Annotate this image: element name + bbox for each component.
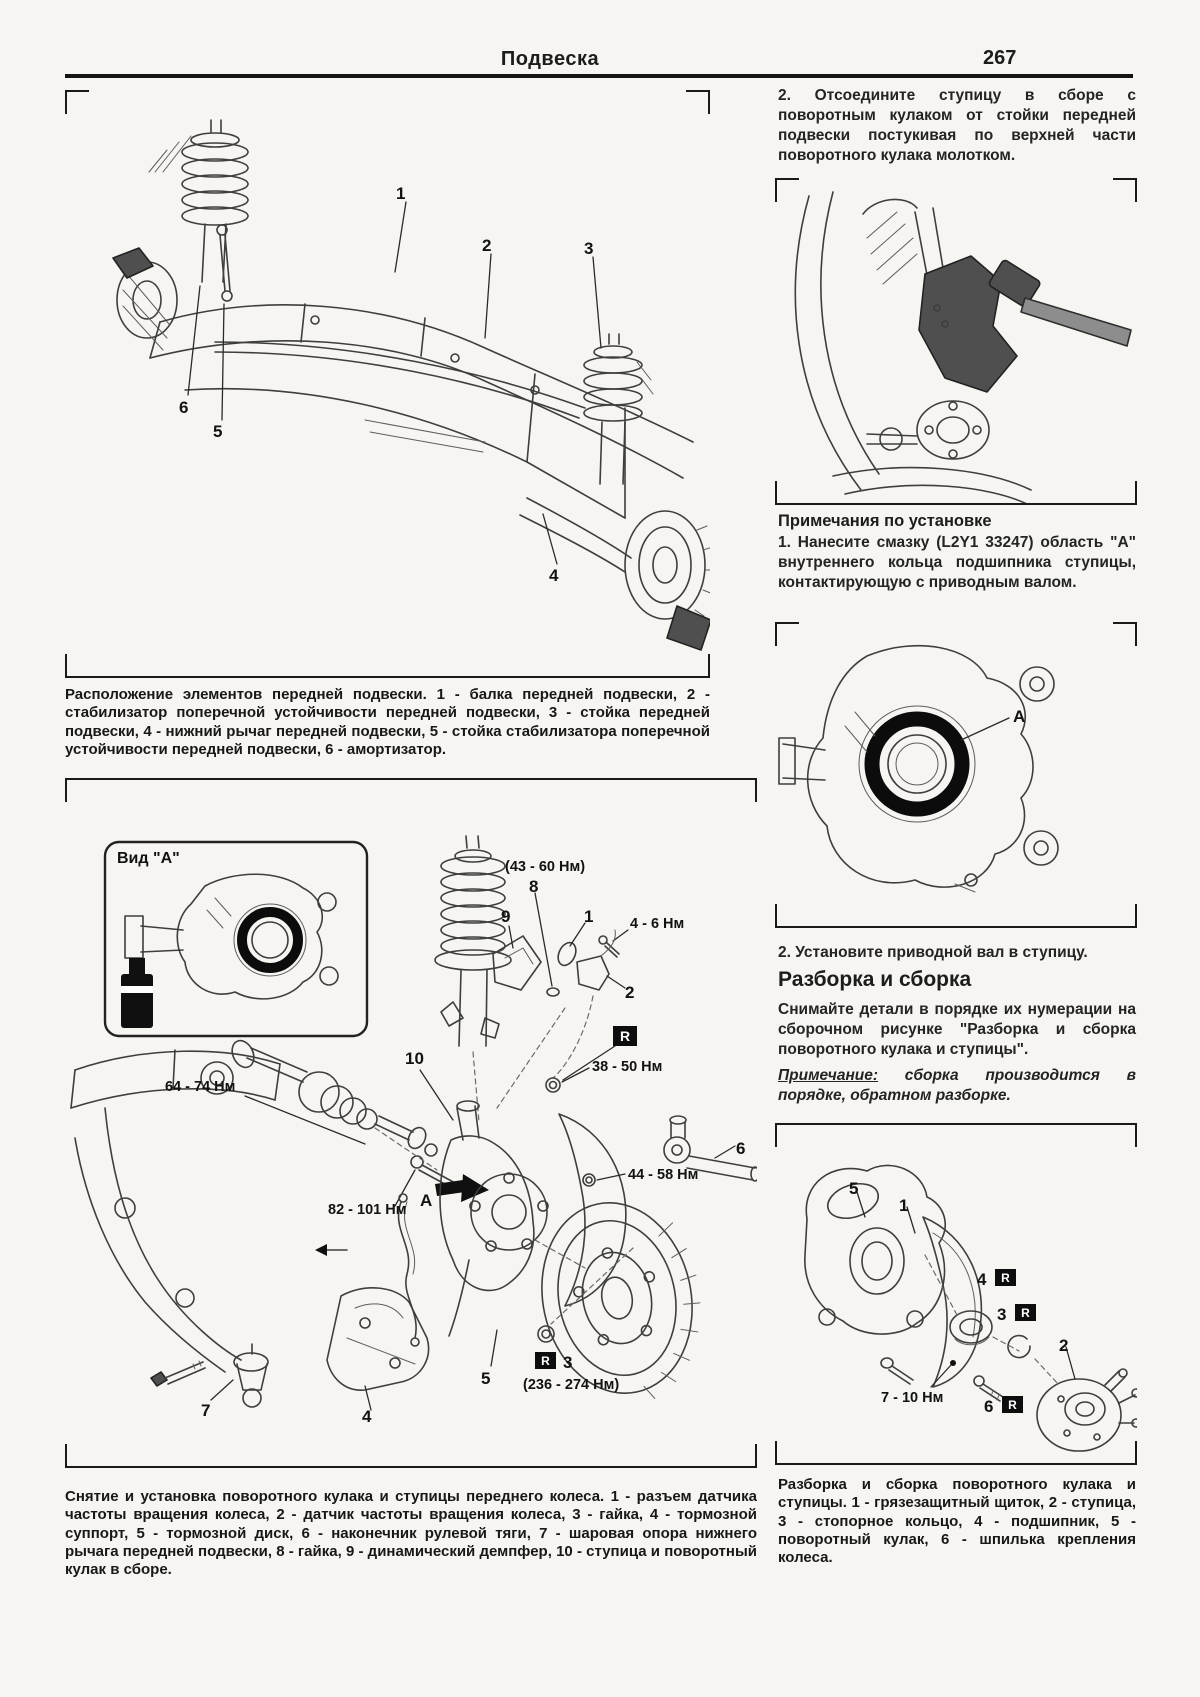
torque-tierod-label: 44 - 58 Нм bbox=[628, 1167, 699, 1183]
install-note-text: 1. Нанесите смазку (L2Y1 33247) область … bbox=[778, 534, 1136, 592]
callout-6: 6 bbox=[179, 398, 189, 417]
disassembly-heading: Разборка и сборка bbox=[778, 968, 972, 991]
callout-4: 4 bbox=[362, 1407, 372, 1426]
torque-strut-label: (43 - 60 Нм) bbox=[505, 859, 586, 875]
figure-knuckle-hub-exploded: 5 1 4 R 3 R 2 7 - 10 Нм 6 R bbox=[775, 1123, 1137, 1465]
note-label: Примечание: bbox=[778, 1067, 879, 1084]
torque-stab-label: 38 - 50 Нм bbox=[592, 1059, 663, 1075]
view-a-label: Вид "А" bbox=[117, 850, 180, 867]
replace-badge-icon: R bbox=[1002, 1396, 1023, 1413]
area-a-arrow-label: А bbox=[420, 1191, 433, 1210]
callout-2: 2 bbox=[1059, 1336, 1069, 1355]
replace-badge-icon: R bbox=[1015, 1304, 1036, 1321]
figure-hammer-knuckle bbox=[775, 178, 1137, 505]
install-notes-heading: Примечания по установке bbox=[778, 512, 992, 530]
figure-front-suspension-overview: 1 2 3 6 5 4 bbox=[65, 90, 710, 678]
torque-knuckle-label: 82 - 101 Нм bbox=[328, 1202, 407, 1218]
figure2-caption: Снятие и установка поворотного кулака и … bbox=[65, 1488, 757, 1579]
replace-badge-icon: R bbox=[613, 1026, 637, 1046]
replace-badge-icon: R bbox=[995, 1269, 1016, 1286]
callout-5: 5 bbox=[213, 422, 223, 441]
disassembly-text: Снимайте детали в порядке их нумерации н… bbox=[778, 1001, 1136, 1059]
figure-knuckle-hub-removal: Вид "А" (43 - 60 Нм) 8 9 1 4 - 6 Нм 2 R … bbox=[65, 778, 757, 1468]
callout-2: 2 bbox=[625, 983, 635, 1002]
callout-6: 6 bbox=[736, 1139, 746, 1158]
bearing-area-drawing bbox=[778, 644, 1059, 893]
callout-1: 1 bbox=[396, 184, 406, 203]
callout-9: 9 bbox=[501, 907, 511, 926]
front-suspension-drawing bbox=[112, 119, 710, 651]
hammer-knuckle-drawing bbox=[794, 191, 1132, 505]
torque-7-10-label: 7 - 10 Нм bbox=[881, 1390, 944, 1406]
torque-sensor-label: 4 - 6 Нм bbox=[630, 916, 685, 932]
page-number: 267 bbox=[983, 47, 1017, 69]
callout-1: 1 bbox=[584, 907, 594, 926]
callout-4: 4 bbox=[549, 566, 559, 585]
figure1-caption: Расположение элементов передней подвески… bbox=[65, 686, 710, 758]
figure3-caption: Разборка и сборка поворотного кулака и с… bbox=[778, 1476, 1136, 1567]
callout-6: 6 bbox=[984, 1397, 994, 1416]
callout-5: 5 bbox=[481, 1369, 491, 1388]
callout-8: 8 bbox=[529, 877, 539, 896]
note-text: сборка производится в порядке, обратном … bbox=[778, 1067, 1136, 1105]
callout-3: 3 bbox=[997, 1305, 1007, 1324]
callout-1: 1 bbox=[899, 1196, 909, 1215]
callout-3: 3 bbox=[563, 1353, 573, 1372]
knuckle-hub-exploded-drawing bbox=[804, 1164, 1137, 1452]
area-a-label: А bbox=[1013, 707, 1026, 726]
callout-5: 5 bbox=[849, 1179, 859, 1198]
callout-7: 7 bbox=[201, 1401, 211, 1420]
assembly-note: Примечание: сборка производится в порядк… bbox=[778, 1066, 1136, 1106]
torque-hub-label: (236 - 274 Нм) bbox=[523, 1377, 620, 1393]
header-rule bbox=[65, 74, 1133, 78]
page-title: Подвеска bbox=[500, 48, 600, 70]
figure-bearing-area-a: А bbox=[775, 622, 1137, 928]
callout-10: 10 bbox=[405, 1049, 424, 1068]
replace-badge-icon: R bbox=[535, 1352, 556, 1369]
callout-2: 2 bbox=[482, 236, 492, 255]
callout-3: 3 bbox=[584, 239, 594, 258]
torque-axle-label: 64 - 74 Нм bbox=[165, 1079, 236, 1095]
step-install-axle-text: 2. Установите приводной вал в ступицу. bbox=[778, 944, 1088, 961]
callout-4: 4 bbox=[977, 1270, 987, 1289]
knuckle-hub-removal-drawing bbox=[70, 835, 757, 1411]
step-remove-hub-text: 2. Отсоедините ступицу в сборе с поворот… bbox=[778, 87, 1136, 165]
